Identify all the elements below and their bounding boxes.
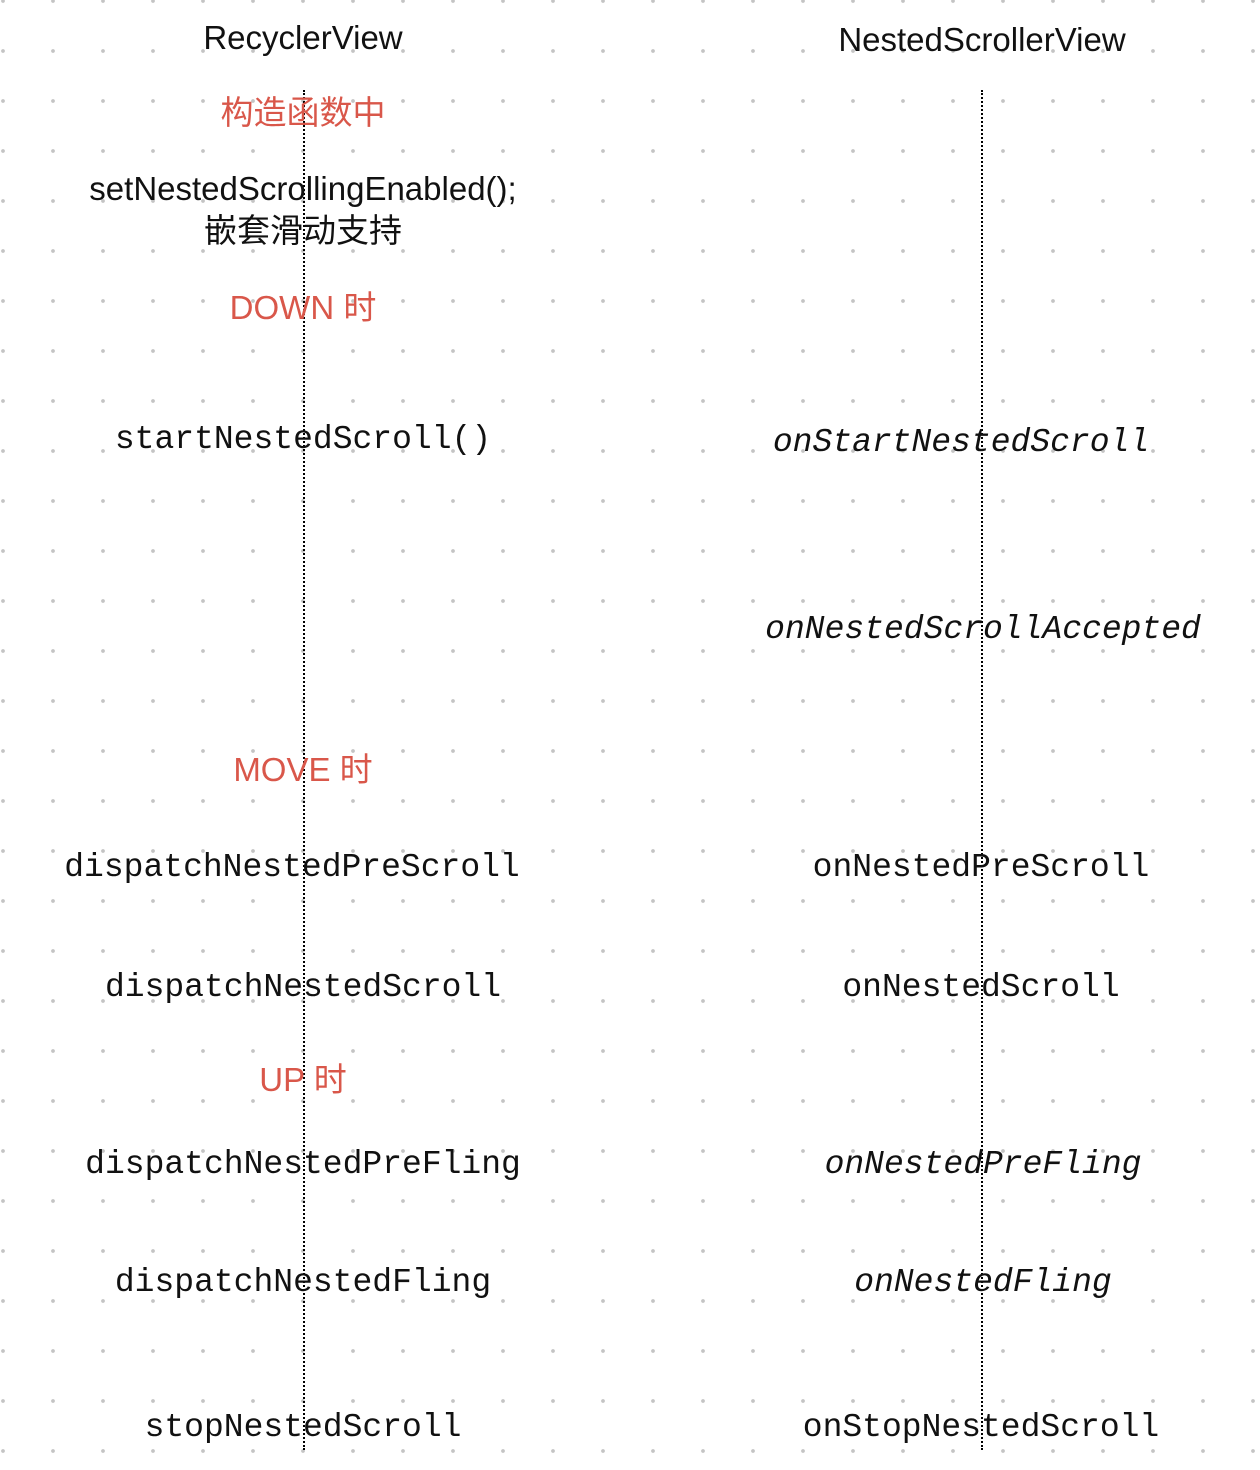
call-stop-nested-scroll: stopNestedScroll <box>144 1409 462 1447</box>
call-dispatch-nested-pre-fling: dispatchNestedPreFling <box>85 1146 521 1184</box>
callback-on-start-nested-scroll: onStartNestedScroll <box>772 424 1150 462</box>
nestedscrollerview-lifeline <box>981 90 983 1450</box>
callback-on-nested-scroll-accepted: onNestedScrollAccepted <box>765 611 1201 649</box>
call-start-nested-scroll: startNestedScroll() <box>114 421 492 459</box>
note-nested-scroll-support: 嵌套滑动支持 <box>204 212 402 250</box>
callback-on-nested-scroll: onNestedScroll <box>842 969 1120 1007</box>
section-constructor: 构造函数中 <box>220 94 386 132</box>
callback-on-stop-nested-scroll: onStopNestedScroll <box>802 1409 1160 1447</box>
recyclerview-header: RecyclerView <box>203 19 403 57</box>
call-set-nested-scrolling-enabled: setNestedScrollingEnabled(); <box>89 170 517 208</box>
section-up: UP 时 <box>259 1061 347 1099</box>
callback-on-nested-pre-fling: onNestedPreFling <box>824 1146 1142 1184</box>
callback-on-nested-fling: onNestedFling <box>854 1264 1112 1302</box>
call-dispatch-nested-scroll: dispatchNestedScroll <box>104 969 502 1007</box>
call-dispatch-nested-pre-scroll: dispatchNestedPreScroll <box>64 849 520 887</box>
call-dispatch-nested-fling: dispatchNestedFling <box>114 1264 492 1302</box>
callback-on-nested-pre-scroll: onNestedPreScroll <box>812 849 1150 887</box>
nestedscrollerview-header: NestedScrollerView <box>838 21 1126 59</box>
recyclerview-lifeline <box>303 90 305 1450</box>
section-down: DOWN 时 <box>229 289 377 327</box>
section-move: MOVE 时 <box>233 751 373 789</box>
